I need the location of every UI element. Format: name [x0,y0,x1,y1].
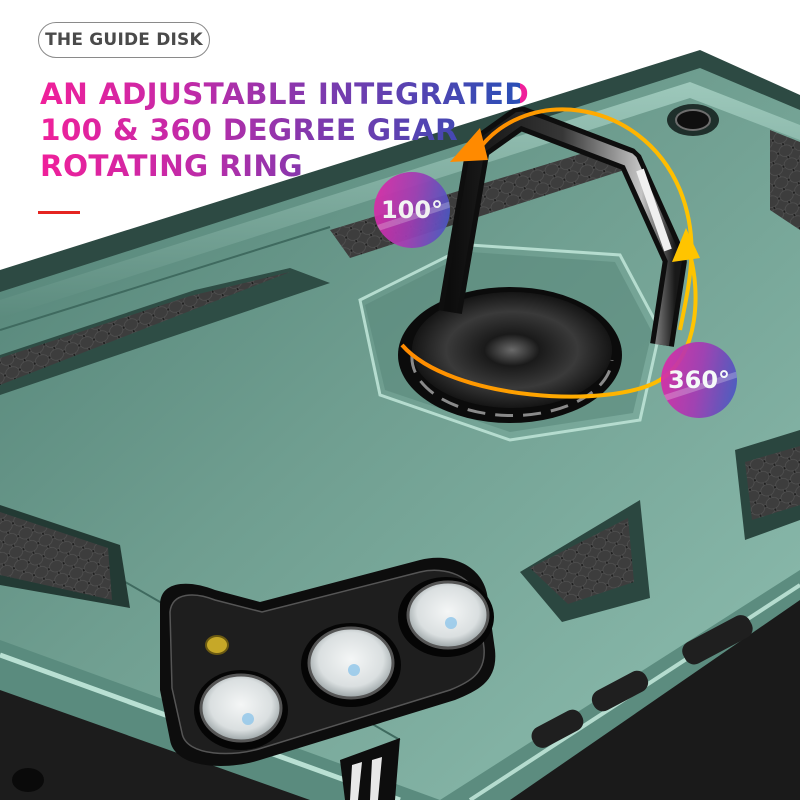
side-buttons [12,615,753,792]
camera-lens [194,670,288,750]
headline-line-2: 100 & 360 DEGREE GEAR [40,112,529,148]
angle-badge-100: 100° [374,172,450,248]
section-label-text: THE GUIDE DISK [45,30,203,50]
headline-line-1: AN ADJUSTABLE INTEGRATED [40,77,530,111]
headline: AN ADJUSTABLE INTEGRATED 100 & 360 DEGRE… [40,76,529,184]
ring-holder-disc [398,287,622,423]
camera-lens [301,623,401,707]
grip-panels [0,130,800,622]
angle-badge-360-text: 360° [667,366,731,394]
ring-arch [438,106,687,347]
rotation-arrows [400,107,700,399]
camera-lens [398,577,494,657]
section-label-pill: THE GUIDE DISK [38,22,210,58]
angle-badge-100-text: 100° [380,196,444,224]
accent-divider [38,211,80,214]
camera-module [160,557,496,766]
headline-line-3: ROTATING RING [40,148,529,184]
angle-badge-360: 360° [661,342,737,418]
